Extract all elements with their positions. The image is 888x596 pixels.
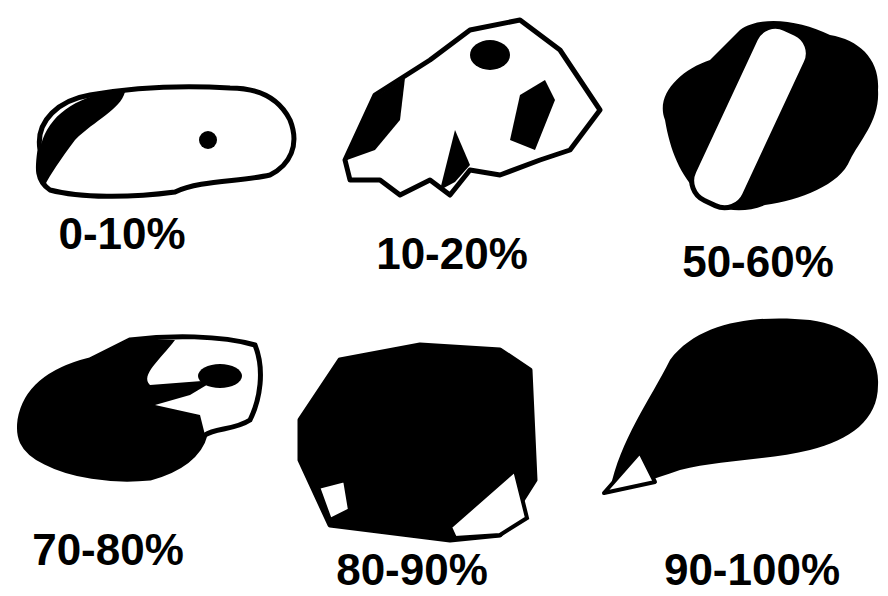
percentage-label: 0-10% xyxy=(58,212,185,256)
particle-shape xyxy=(19,337,260,479)
percentage-label: 90-100% xyxy=(664,548,840,592)
particle-shape xyxy=(663,19,878,215)
particle-shape xyxy=(345,20,600,195)
percentage-label: 80-90% xyxy=(336,548,488,592)
particle-shape xyxy=(300,345,535,540)
percentage-label: 50-60% xyxy=(682,240,834,284)
percentage-label: 70-80% xyxy=(32,528,184,572)
particle-shape xyxy=(604,318,878,493)
percentage-label: 10-20% xyxy=(376,232,528,276)
particle-shape xyxy=(38,87,294,196)
